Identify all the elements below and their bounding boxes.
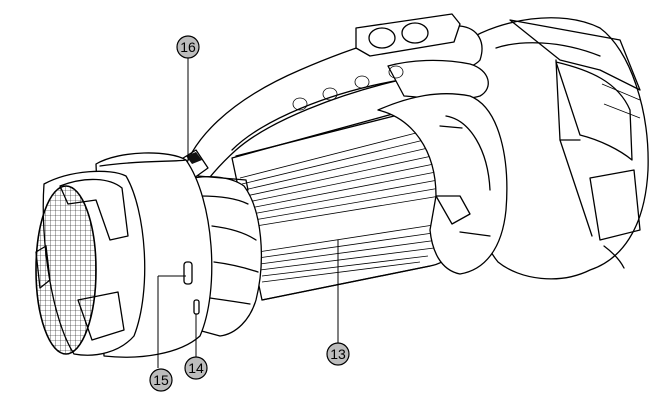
charge-port <box>193 299 200 315</box>
handle-button-left <box>368 27 396 49</box>
handle-switch-button <box>186 152 202 164</box>
lens <box>35 185 97 355</box>
handle-button-right <box>401 22 429 44</box>
callout-16: 16 <box>176 35 200 59</box>
rear-shroud <box>467 17 649 280</box>
callout-15: 15 <box>149 368 173 392</box>
charging-indicator <box>183 261 193 285</box>
leader-lines <box>157 57 339 368</box>
callout-13-label: 13 <box>330 346 346 362</box>
carry-handle <box>179 13 489 191</box>
callout-15-label: 15 <box>153 372 169 388</box>
callout-13: 13 <box>326 342 350 366</box>
flashlight-body <box>231 93 508 301</box>
callout-14-label: 14 <box>188 360 204 376</box>
callout-14: 14 <box>184 356 208 380</box>
callout-16-label: 16 <box>180 39 196 55</box>
